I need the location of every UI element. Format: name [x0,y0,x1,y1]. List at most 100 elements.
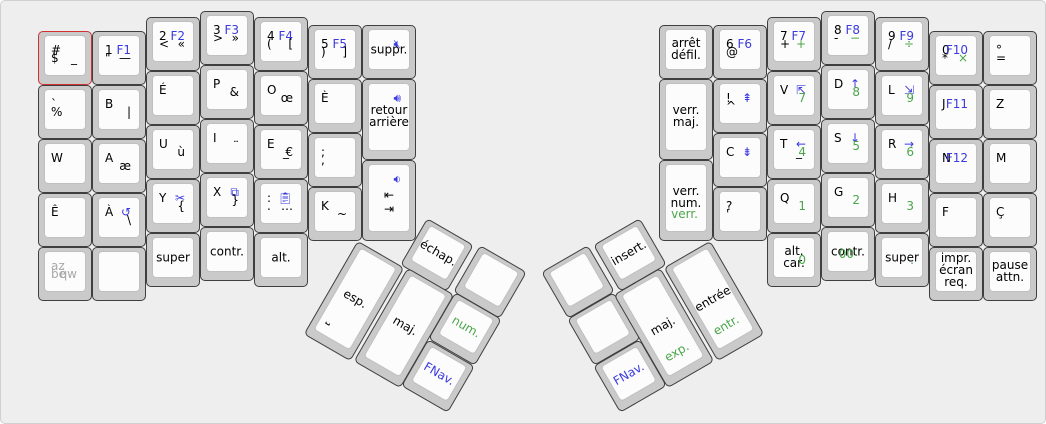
key-2[interactable]: 2 F2 < « [146,17,200,71]
key-i[interactable]: I ¨ [200,119,254,173]
key-suppr[interactable]: 🔇︎ suppr. [362,25,416,79]
key-legend-fn: F4 [278,29,293,43]
key-legend-fn: → [903,137,914,151]
key-legend: qw [59,267,77,281]
key-g[interactable]: G 2 [821,173,875,227]
key-legend: [ [288,37,293,51]
key-semicolon[interactable]: ; , [308,133,362,187]
key-8[interactable]: 8 F8 - − [821,11,875,65]
key-legend: ¨ [233,139,239,153]
key-legend: 4 [267,29,275,43]
key-ctrl-right[interactable]: contr. 00 [821,227,875,281]
key-legend-num: 8 [852,85,860,99]
key-v[interactable]: V ⇱ 7 [767,71,821,125]
key-hash[interactable]: # $ _ [38,31,92,85]
key-legend-num: 0 [798,253,806,267]
key-super-left[interactable]: super [146,233,200,287]
key-grave[interactable]: ` % [38,85,92,139]
key-a[interactable]: A æ [92,139,146,193]
key-p[interactable]: P & [200,65,254,119]
key-legend: J [942,97,946,111]
key-legend: ⇥ [383,202,395,216]
key-legend: € [285,145,293,159]
key-print-screen[interactable]: impr. écran req. [929,247,983,301]
key-l[interactable]: L ⇲ 9 [875,71,929,125]
key-m[interactable]: M [983,139,1037,193]
key-blank-left[interactable] [92,247,146,301]
key-e-grave[interactable]: È [308,79,362,133]
key-d[interactable]: D ↑ 8 [821,65,875,119]
key-label: FNav. [421,358,458,388]
key-t[interactable]: T ← _ 4 [767,125,821,179]
key-x[interactable]: X ⧉ } [200,173,254,227]
key-legend-num: 2 [852,193,860,207]
key-0[interactable]: 0 F10 * × [929,31,983,85]
key-5[interactable]: 5 F5 ) ] [308,25,362,79]
key-9[interactable]: 9 F9 / ÷ [875,17,929,71]
key-alt-left[interactable]: alt. [254,233,308,287]
paste-icon: 📋︎ [277,191,293,205]
key-e-circumflex[interactable]: Ê [38,193,92,247]
key-legend-fn: F10 [945,43,968,57]
key-num-lock[interactable]: verr. num. verr. [659,160,713,241]
key-legend-num: . [910,253,914,267]
key-s[interactable]: S ↓ 5 [821,119,875,173]
key-layout-switch[interactable]: az bé qw [38,247,92,301]
key-legend-fn: F8 [845,23,860,37]
key-y[interactable]: Y ✂ { [146,179,200,233]
key-scroll-lock[interactable]: arrêt défil. [659,25,713,79]
key-legend-fn: F12 [945,151,968,165]
key-legend: À [105,205,114,219]
key-legend: { [177,199,185,213]
key-ctrl-left[interactable]: contr. [200,227,254,281]
key-w[interactable]: W [38,139,92,193]
key-7[interactable]: 7 F7 + + [767,17,821,71]
key-super-right[interactable]: super . [875,233,929,287]
key-legend: R [888,137,897,151]
key-colon[interactable]: : 📋︎ . … [254,179,308,233]
key-j[interactable]: J F11 [929,85,983,139]
key-3[interactable]: 3 F3 > » [200,11,254,65]
key-degree[interactable]: ° = [983,31,1037,85]
key-label: retour arrière [369,102,409,129]
key-c-cedilla[interactable]: Ç [983,193,1037,247]
key-legend: V [780,83,789,97]
key-legend: 7 [780,29,788,43]
key-b[interactable]: B | [92,85,146,139]
key-e[interactable]: E _ € [254,125,308,179]
key-legend: O [267,83,277,97]
key-6[interactable]: 6 F6 @ [713,25,767,79]
key-legend-fn: ⇞ [741,91,752,105]
key-f[interactable]: F [929,193,983,247]
key-k[interactable]: K ~ [308,187,362,241]
key-h[interactable]: H 3 [875,179,929,233]
key-r[interactable]: R → 6 [875,125,929,179]
key-4[interactable]: 4 F4 ( [ [254,17,308,71]
key-legend: É [159,83,167,97]
key-o[interactable]: O œ [254,71,308,125]
key-legend-num: − [849,31,860,45]
key-pause[interactable]: pause attn. [983,247,1037,301]
key-1[interactable]: 1 F1 " — [92,31,146,85]
key-q[interactable]: Q 1 [767,179,821,233]
key-z[interactable]: Z [983,85,1037,139]
key-legend: Q [780,191,790,205]
key-u[interactable]: U ù [146,125,200,179]
key-legend: ⎵ [324,311,337,326]
key-a-grave[interactable]: À ↺ \ [92,193,146,247]
key-tab[interactable]: 🔉︎ ⇤ ⇥ [362,160,416,241]
key-altgr[interactable]: alt. car. 0 [767,233,821,287]
key-legend: … [281,199,293,213]
key-caps-lock[interactable]: verr. maj. [659,79,713,160]
key-backspace[interactable]: 🔊︎ retour arrière [362,79,416,160]
key-c[interactable]: C ⇟ [713,133,767,187]
key-n[interactable]: N F12 [929,139,983,193]
key-question[interactable]: ? ' [713,187,767,241]
key-e-acute[interactable]: É [146,71,200,125]
key-label: impr. écran req. [939,250,973,289]
key-legend: Z [996,97,1005,111]
key-label: num. [449,312,484,341]
key-legend: L [888,83,895,97]
key-excl[interactable]: ! ⇞ ^ [713,79,767,133]
